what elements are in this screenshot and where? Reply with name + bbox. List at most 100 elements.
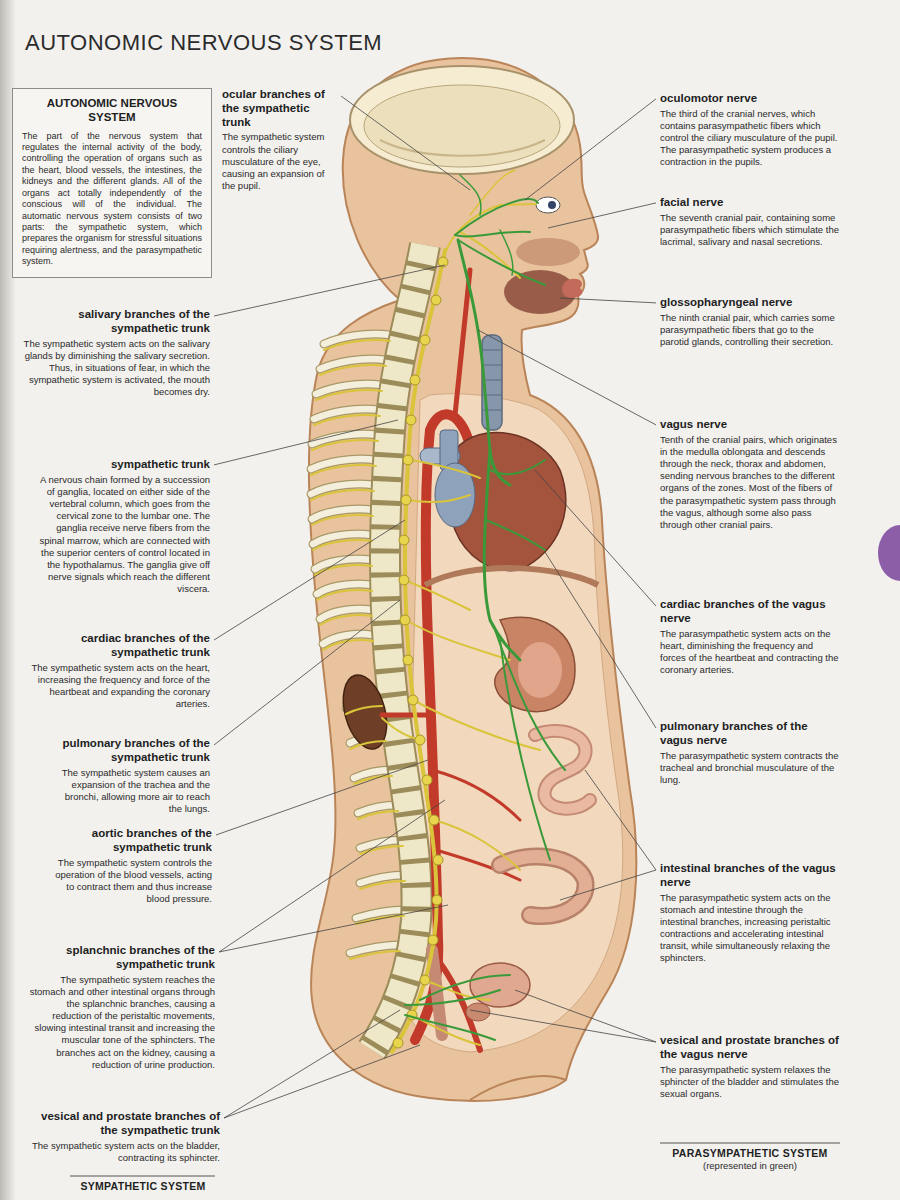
callout-heading: cardiac branches of the vagus nerve [660, 598, 840, 626]
body-silhouette [470, 1076, 566, 1100]
sympathetic-ganglia [429, 815, 439, 825]
parasympathetic-nerves [420, 975, 510, 1000]
system-label: (represented in green) [660, 1160, 840, 1172]
callout-text: The seventh cranial pair, containing som… [660, 212, 840, 248]
digestive-organs [535, 731, 590, 809]
callout: salivary branches of the sympathetic tru… [15, 308, 210, 398]
parasympathetic-nerves [405, 990, 500, 1005]
sympathetic-ganglia [399, 575, 409, 585]
body-silhouette [309, 58, 636, 1101]
body-silhouette [405, 394, 623, 1052]
callout: pulmonary branches of the sympathetic tr… [55, 737, 210, 815]
parasympathetic-nerves [500, 230, 513, 275]
callout: vesical and prostate branches of the vag… [660, 1034, 840, 1100]
callout-text: The sympathetic system acts on the bladd… [25, 1140, 220, 1164]
section-rules [660, 1143, 840, 1144]
sympathetic-nerves [311, 170, 540, 1052]
system-caption: SYMPATHETIC SYSTEM [70, 1180, 216, 1193]
body-silhouette [309, 58, 636, 1101]
digestive-organs [432, 617, 590, 1035]
sympathetic-ganglia [433, 855, 443, 865]
digestive-organs [466, 1003, 490, 1021]
callout-heading: pulmonary branches of the sympathetic tr… [55, 737, 210, 765]
leader-line [560, 298, 656, 303]
leader-line [548, 203, 656, 228]
digestive-organs [500, 857, 586, 916]
sympathetic-nerves [311, 340, 405, 959]
leader-line [214, 265, 445, 316]
digestive-organs [470, 963, 530, 1007]
blood-vessels [455, 270, 470, 415]
parasympathetic-nerves [495, 630, 565, 770]
callout: intestinal branches of the vagus nerveTh… [660, 862, 840, 965]
heart [420, 430, 566, 571]
callout-text: The ninth cranial pair, which carries so… [660, 312, 840, 348]
parasympathetic-nerves [486, 520, 545, 550]
face-features [562, 279, 582, 298]
face-features [536, 197, 560, 213]
callout-text: A nervous chain formed by a succession o… [30, 474, 210, 596]
sympathetic-ganglia [428, 935, 438, 945]
parasympathetic-nerves [455, 199, 538, 235]
sympathetic-nerves [434, 820, 520, 870]
sympathetic-ganglia [431, 295, 441, 305]
sympathetic-ganglia [401, 495, 411, 505]
digestive-organs [535, 731, 590, 809]
callout-heading: intestinal branches of the vagus nerve [660, 862, 840, 890]
sympathetic-ganglia [410, 375, 420, 385]
cranium-section [350, 66, 574, 174]
digestive-organs [518, 642, 562, 698]
sympathetic-ganglia [432, 895, 442, 905]
blood-vessels [382, 713, 430, 718]
sympathetic-ganglia [399, 535, 409, 545]
callout: cardiac branches of the sympathetic trun… [30, 632, 210, 710]
parasympathetic-nerves [405, 1015, 495, 1040]
callout-heading: aortic branches of the sympathetic trunk [48, 827, 212, 855]
sympathetic-nerves [392, 250, 445, 1052]
callout: facial nerveThe seventh cranial pair, co… [660, 196, 840, 248]
parasympathetic-nerves [455, 232, 530, 237]
blood-vessels [382, 270, 520, 1050]
leader-line [545, 552, 656, 728]
box-heading: AUTONOMIC NERVOUS SYSTEM [22, 97, 202, 125]
callout-heading: salivary branches of the sympathetic tru… [15, 308, 210, 336]
digestive-organs [500, 857, 586, 916]
page-tab [878, 525, 900, 581]
leader-line [214, 520, 405, 640]
callout-text: The sympathetic system reaches the stoma… [25, 974, 215, 1071]
sympathetic-ganglia [403, 655, 413, 665]
section-rules [70, 1176, 215, 1177]
callout: sympathetic trunkA nervous chain formed … [30, 458, 210, 595]
sympathetic-ganglia [408, 695, 418, 705]
leader-line [219, 905, 448, 952]
callout-heading: facial nerve [660, 196, 840, 210]
callout-heading: glossopharyngeal nerve [660, 296, 840, 310]
parasympathetic-nerves [460, 175, 481, 215]
leader-line [525, 99, 656, 200]
leader-line [515, 990, 656, 1042]
callout: ocular branches of the sympathetic trunk… [222, 88, 337, 192]
sympathetic-nerves [413, 700, 540, 750]
callout: oculomotor nerveThe third of the cranial… [660, 92, 840, 169]
callout: vagus nerveTenth of the cranial pairs, w… [660, 418, 840, 531]
face-features [516, 238, 580, 266]
info-box: AUTONOMIC NERVOUS SYSTEM The part of the … [12, 88, 212, 278]
sympathetic-ganglia [415, 735, 425, 745]
system-label: PARASYMPATHETIC SYSTEM [660, 1147, 840, 1160]
leader-line [224, 1045, 420, 1118]
callout-text: Tenth of the cranial pairs, which origin… [660, 434, 840, 531]
callout-heading: vagus nerve [660, 418, 840, 432]
callout-heading: cardiac branches of the sympathetic trun… [30, 632, 210, 660]
leader-line [214, 600, 400, 745]
sympathetic-nerves [410, 460, 480, 478]
parasympathetic-nerves [458, 240, 545, 285]
leader-line [470, 1010, 656, 1042]
sympathetic-ganglia [420, 975, 430, 985]
sympathetic-ganglia [420, 335, 430, 345]
system-caption: PARASYMPATHETIC SYSTEM(represented in gr… [660, 1147, 840, 1172]
sympathetic-ganglia [422, 775, 432, 785]
callout-text: The sympathetic system controls the cili… [222, 131, 337, 192]
box-text: The part of the nervous system that regu… [22, 131, 202, 268]
callout-text: The parasympathetic system contracts the… [660, 750, 840, 786]
callout: glossopharyngeal nerveThe ninth cranial … [660, 296, 840, 348]
